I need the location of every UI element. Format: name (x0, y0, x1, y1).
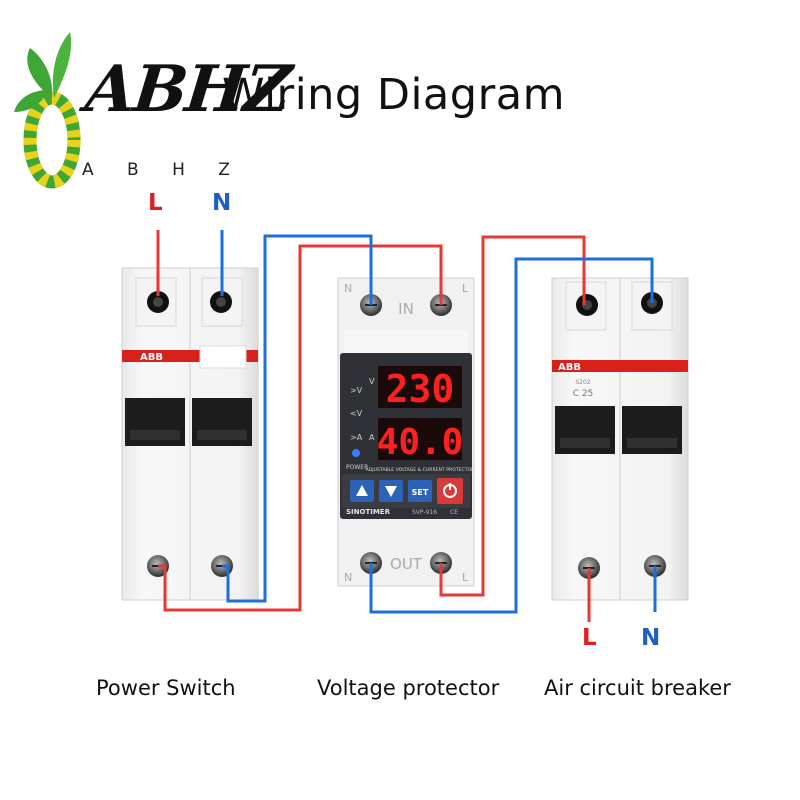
unit-a: A (369, 433, 375, 442)
supply-neutral-label: N (212, 190, 232, 216)
switch-to-protector-live (158, 244, 443, 612)
protector-l-bottom: L (462, 571, 469, 584)
in-label: IN (398, 300, 414, 318)
protector-description: ADJUSTABLE VOLTAGE & CURRENT PROTECTOR (366, 467, 476, 473)
power-switch-caption: Power Switch (96, 676, 236, 700)
protector-brand: SINOTIMER (346, 508, 391, 516)
protector-rating: CE (450, 509, 458, 516)
protector-l-top: L (462, 282, 469, 295)
current-reading: 40.0 (377, 422, 464, 463)
power-button[interactable] (437, 478, 463, 504)
protector-n-bottom: N (344, 571, 352, 584)
power-label: POWER (346, 464, 368, 471)
load-neutral-label: N (641, 625, 661, 651)
voltage-protector: 230 40.0 >V <V >A V A POWER ADJUSTABLE V… (337, 277, 476, 587)
set-button-label: SET (412, 488, 429, 497)
protector-model: SVP-916 (412, 509, 437, 516)
indicator-over-v: >V (350, 386, 363, 395)
set-button[interactable] (408, 480, 432, 502)
protector-n-top: N (344, 282, 352, 295)
breaker-brand-stripe (552, 360, 688, 372)
air-circuit-breaker: S202 C 25 (551, 277, 689, 601)
switch-to-protector-neutral (222, 234, 373, 603)
indicator-under-v: <V (350, 409, 363, 418)
load-live-label: L (582, 625, 597, 651)
protector-to-breaker-live (439, 235, 586, 597)
breaker-brand-label: ABB (558, 362, 581, 373)
protector-to-breaker-neutral (369, 257, 654, 614)
switch-brand-label: ABB (140, 352, 163, 363)
supply-live-label: L (148, 190, 163, 216)
wiring (156, 230, 657, 622)
unit-v: V (369, 377, 375, 386)
voltage-reading: 230 (386, 367, 455, 411)
power-switch (121, 267, 259, 601)
indicator-over-a: >A (350, 433, 363, 442)
breaker-rating: C 25 (573, 389, 594, 399)
air-breaker-caption: Air circuit breaker (544, 676, 731, 700)
logo-subtext: A B H Z (82, 160, 244, 180)
voltage-protector-caption: Voltage protector (317, 676, 500, 700)
out-label: OUT (390, 555, 423, 573)
breaker-model: S202 (575, 379, 590, 386)
power-led (352, 449, 360, 457)
diagram-title: Wiring Diagram (222, 70, 565, 120)
leaf-logo-icon (14, 32, 81, 189)
